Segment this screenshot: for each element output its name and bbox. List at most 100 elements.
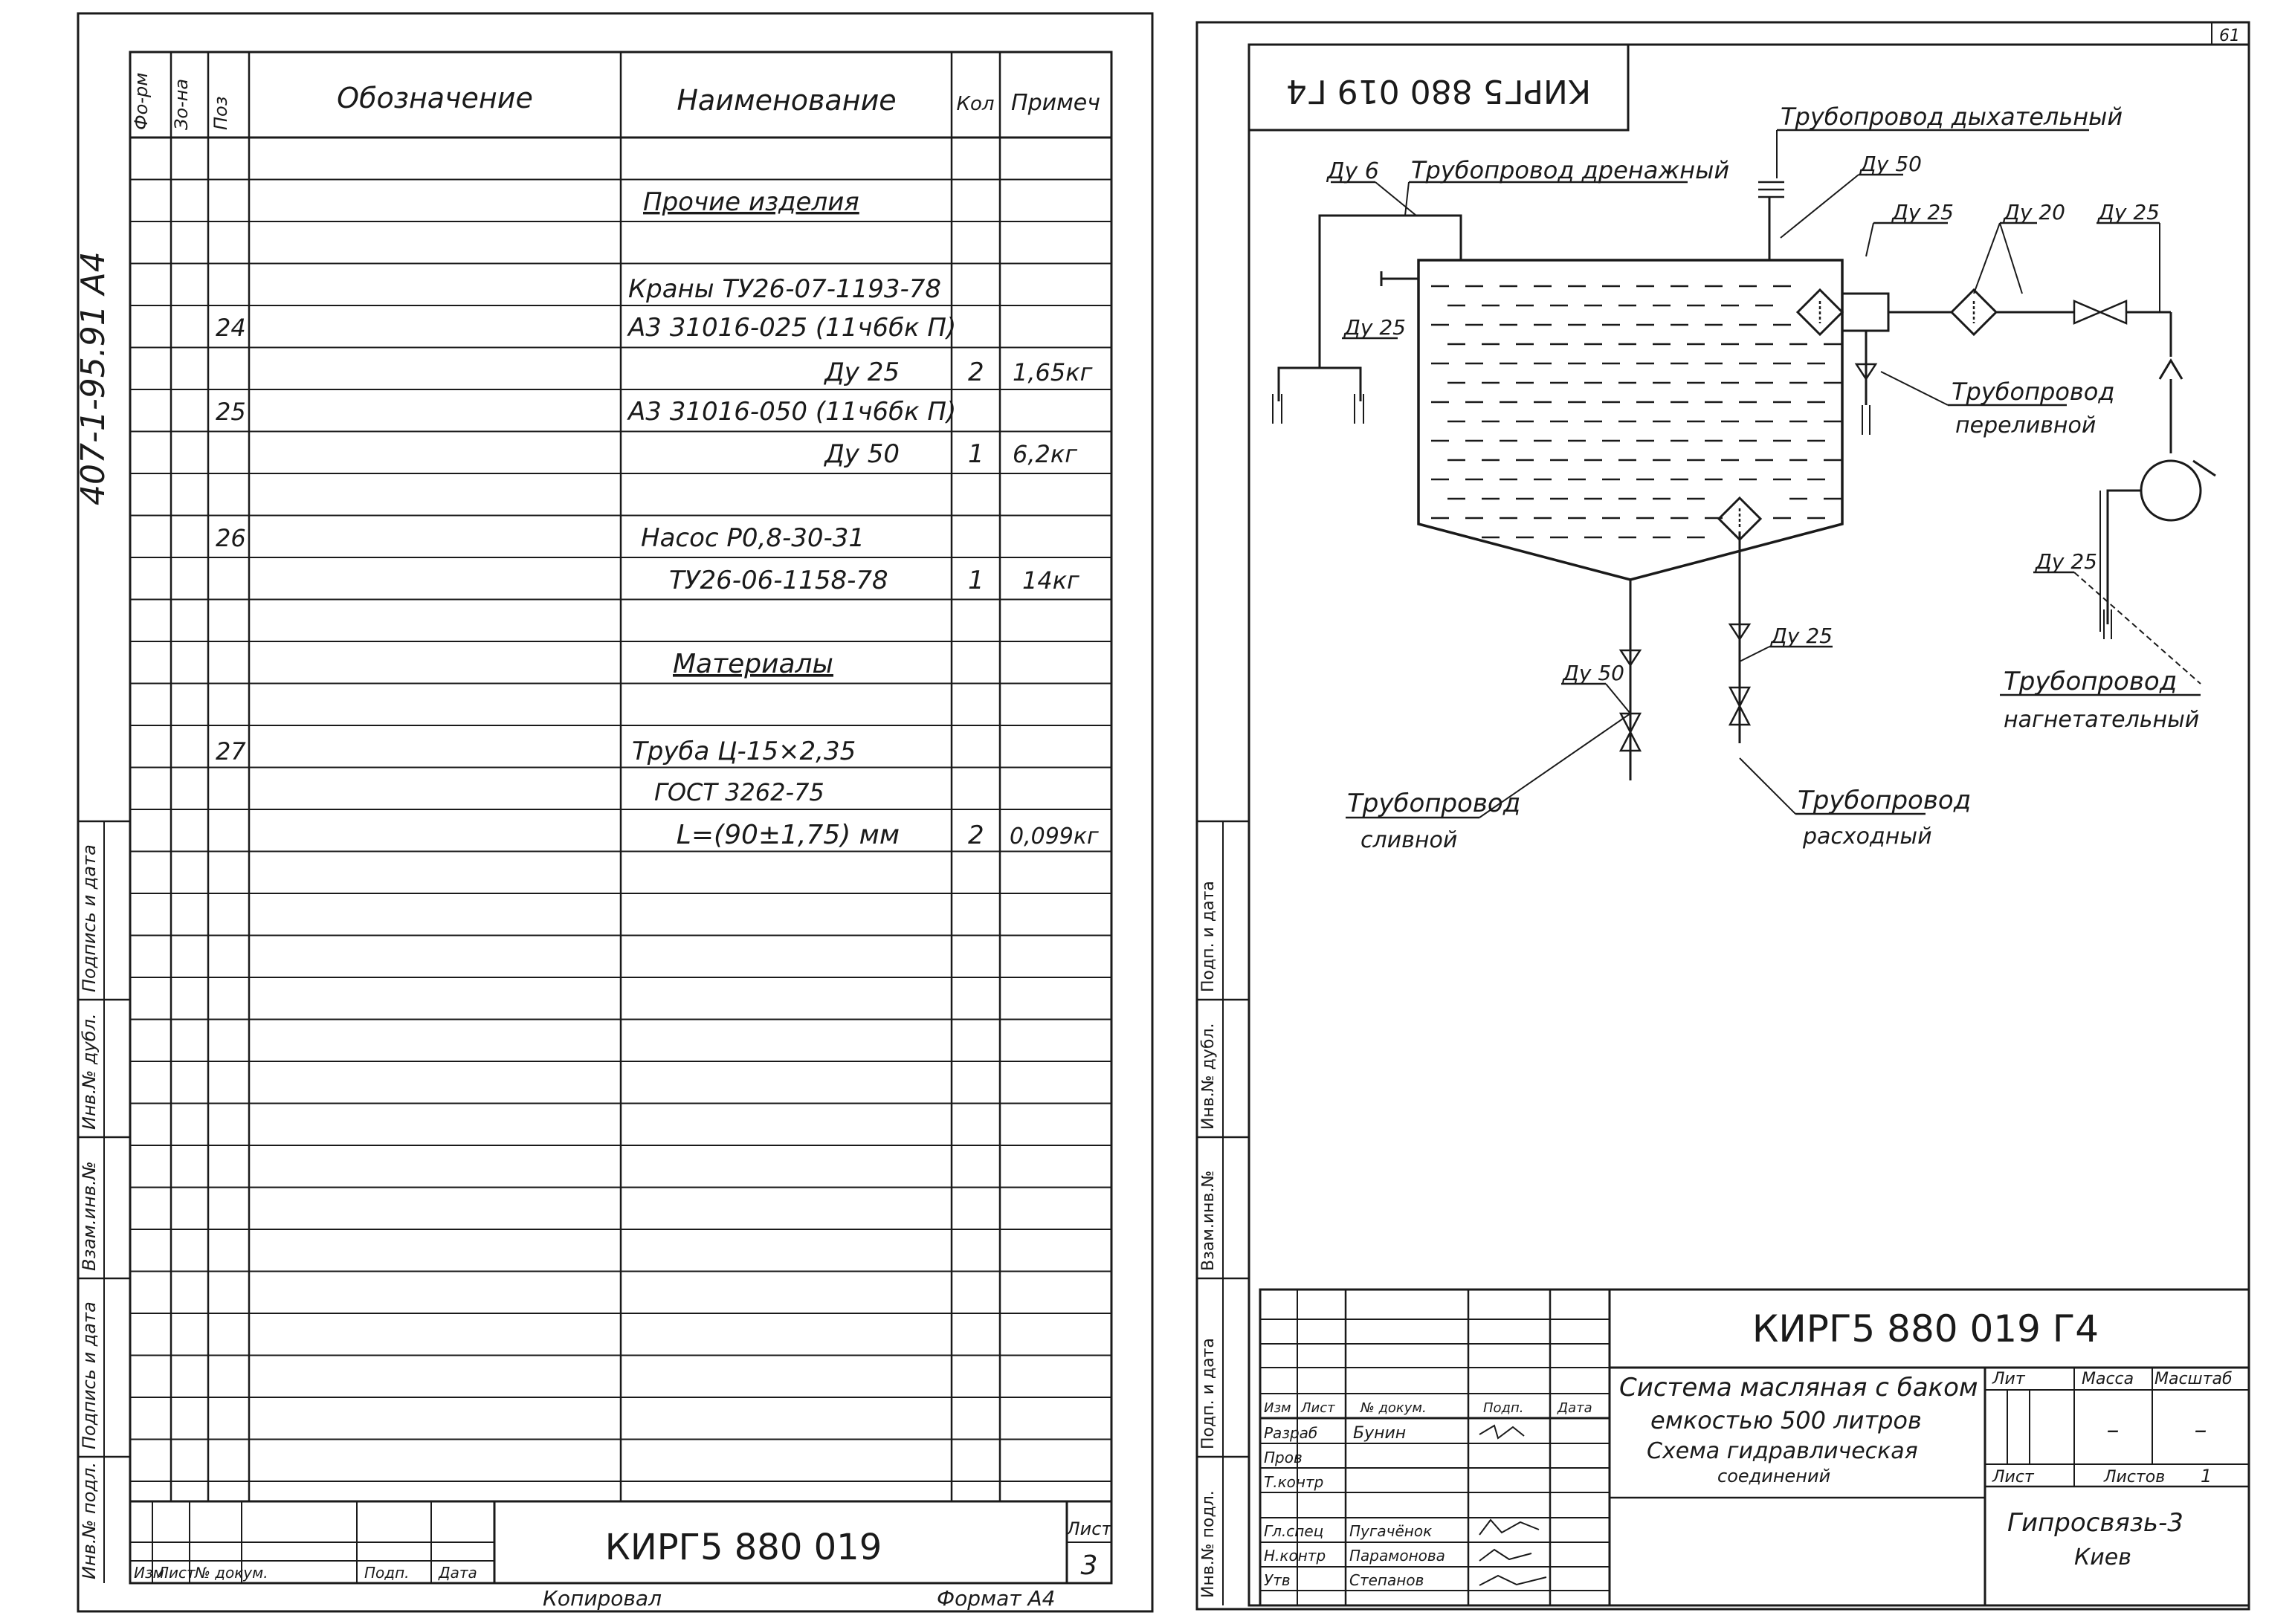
valve-icon bbox=[1728, 686, 1752, 726]
svg-text:Гл.спец: Гл.спец bbox=[1264, 1522, 1323, 1540]
svg-text:Лист: Лист bbox=[1992, 1468, 2035, 1486]
svg-text:Изм: Изм bbox=[1264, 1400, 1291, 1416]
liquid-level-hatching bbox=[1431, 285, 1842, 539]
row-name: L=(90±1,75) мм bbox=[677, 820, 900, 850]
oil-tank bbox=[1417, 259, 1844, 581]
row-name: ГОСТ 3262-75 bbox=[654, 778, 824, 806]
copied-label: Копировал bbox=[543, 1586, 662, 1611]
svg-text:Лист: Лист bbox=[157, 1564, 196, 1582]
dn-supply: Ду 25 bbox=[1769, 624, 1833, 648]
row-name: Ду 50 bbox=[823, 439, 900, 469]
row-name: Краны ТУ26-07-1193-78 bbox=[628, 274, 941, 304]
right-sheet: 61 КИРГ5 880 019 Г4 Подп. и дата Инв.№ д… bbox=[1195, 21, 2250, 1611]
format-label: Формат А4 bbox=[937, 1586, 1055, 1611]
title-block-rows bbox=[1260, 1319, 1610, 1591]
valve-icon bbox=[2073, 300, 2128, 325]
row-name: А3 31016-025 (11ч6бк П) bbox=[627, 313, 956, 343]
col-zone: Зо-на bbox=[171, 79, 192, 130]
label-breather: Трубопровод дыхательный bbox=[1781, 103, 2123, 131]
svg-text:Пров: Пров bbox=[1264, 1449, 1303, 1466]
title-block: КИРГ5 880 019 Г4 Система масляная с бако… bbox=[1259, 1288, 2250, 1607]
svg-text:Изм: Изм bbox=[134, 1564, 164, 1582]
col-qty: Кол bbox=[957, 93, 995, 115]
title-line-3: Схема гидравлическая bbox=[1647, 1438, 1918, 1464]
hydraulic-scheme: Трубопровод дыхательный Трубопровод дрен… bbox=[1272, 103, 2216, 853]
svg-text:Н.контр: Н.контр bbox=[1264, 1547, 1326, 1565]
filter-icon bbox=[1717, 496, 1763, 542]
row-note: 1,65кг bbox=[1013, 358, 1093, 386]
svg-text:Утв: Утв bbox=[1264, 1571, 1291, 1589]
row-qty: 1 bbox=[968, 439, 984, 469]
vertical-code: 407-1-95.91 А4 bbox=[74, 251, 112, 505]
row-name: Труба Ц-15×2,35 bbox=[632, 737, 856, 766]
dn-drain: Ду 6 bbox=[1326, 158, 1379, 184]
col-designation: Обозначение bbox=[337, 82, 533, 114]
svg-text:Подпись и дата: Подпись и дата bbox=[79, 1301, 100, 1449]
svg-text:№ докум.: № докум. bbox=[194, 1564, 268, 1582]
label-pressure-2: нагнетательный bbox=[2004, 707, 2199, 733]
filter-icon bbox=[1795, 288, 1844, 337]
sheet-label: Лист bbox=[1066, 1518, 1113, 1539]
mirrored-code: КИРГ5 880 019 Г4 bbox=[1286, 72, 1591, 110]
title-line-2: емкостью 500 литров bbox=[1650, 1406, 1922, 1434]
row-name: ТУ26-06-1158-78 bbox=[669, 566, 888, 595]
mirrored-code-box bbox=[1247, 43, 1630, 132]
label-overflow-2: переливной bbox=[1955, 413, 2096, 439]
svg-text:Подп. и дата: Подп. и дата bbox=[1199, 881, 1218, 992]
dn-pressure: Ду 25 bbox=[2034, 549, 2097, 574]
strainer-icon bbox=[1728, 623, 1752, 641]
dn-drain-bottom: Ду 25 bbox=[1343, 315, 1406, 340]
check-valve-icon bbox=[2158, 358, 2183, 380]
svg-text:Подп.: Подп. bbox=[364, 1564, 410, 1582]
svg-text:–: – bbox=[2195, 1415, 2207, 1445]
row-name: Прочие изделия bbox=[643, 187, 859, 217]
right-side-stamp: Подп. и дата Инв.№ дубл. Взам.инв.№ Подп… bbox=[1197, 820, 1249, 1605]
row-note: 14кг bbox=[1022, 566, 1079, 595]
left-title-block: Изм Лист № докум. Подп. Дата КИРГ5 880 0… bbox=[129, 1500, 1113, 1585]
label-discharge-2: сливной bbox=[1360, 827, 1457, 853]
title-code: КИРГ5 880 019 Г4 bbox=[1752, 1307, 2099, 1350]
signature bbox=[1479, 1574, 1547, 1586]
row-name: А3 31016-050 (11ч6бк П) bbox=[627, 397, 956, 427]
dn-outlet: Ду 25 bbox=[1891, 200, 1954, 224]
dn-filter: Ду 20 bbox=[2002, 200, 2065, 224]
svg-text:Подп.: Подп. bbox=[1483, 1400, 1523, 1416]
row-pos: 26 bbox=[216, 524, 246, 552]
dn-discharge: Ду 50 bbox=[1561, 661, 1624, 685]
left-sheet: Фо-рм Зо-на Поз Обозначение Наименование… bbox=[74, 12, 1154, 1613]
svg-text:1: 1 bbox=[2201, 1466, 2212, 1486]
col-note: Примеч bbox=[1011, 90, 1100, 116]
svg-text:№ докум.: № докум. bbox=[1360, 1400, 1427, 1416]
label-supply-2: расходный bbox=[1802, 824, 1932, 850]
svg-text:Т.контр: Т.контр bbox=[1264, 1473, 1323, 1491]
sheet-number: 3 bbox=[1081, 1550, 1098, 1581]
row-qty: 2 bbox=[968, 821, 984, 850]
signature bbox=[1479, 1518, 1540, 1536]
label-overflow-1: Трубопровод bbox=[1952, 378, 2114, 406]
svg-text:Пугачёнок: Пугачёнок bbox=[1349, 1522, 1432, 1540]
col-name: Наименование bbox=[677, 84, 896, 117]
svg-text:Подпись и дата: Подпись и дата bbox=[79, 844, 100, 992]
svg-text:Листов: Листов bbox=[2103, 1468, 2165, 1486]
spec-rows-text: Прочие изделия Краны ТУ26-07-1193-78 24 … bbox=[216, 187, 1099, 850]
svg-text:Взам.инв.№: Взам.инв.№ bbox=[79, 1161, 100, 1271]
svg-text:Инв.№ дубл.: Инв.№ дубл. bbox=[79, 1013, 100, 1130]
title-line-1: Система масляная с баком bbox=[1619, 1373, 1978, 1403]
svg-text:Инв.№ подл.: Инв.№ подл. bbox=[1199, 1490, 1218, 1598]
svg-text:Разраб: Разраб bbox=[1264, 1424, 1317, 1442]
svg-text:Инв.№ подл.: Инв.№ подл. bbox=[79, 1462, 100, 1579]
svg-text:Бунин: Бунин bbox=[1353, 1424, 1406, 1443]
svg-text:Степанов: Степанов bbox=[1349, 1571, 1424, 1589]
strainer-icon bbox=[1618, 649, 1642, 667]
row-name: Материалы bbox=[673, 649, 833, 679]
signature bbox=[1479, 1424, 1525, 1440]
org-city: Киев bbox=[2074, 1544, 2131, 1570]
row-qty: 1 bbox=[968, 566, 984, 595]
svg-text:Взам.инв.№: Взам.инв.№ bbox=[1199, 1171, 1218, 1271]
label-pressure-1: Трубопровод bbox=[2004, 667, 2177, 696]
svg-text:Дата: Дата bbox=[438, 1564, 477, 1582]
spec-row-lines bbox=[130, 178, 1111, 1482]
row-name: Ду 25 bbox=[823, 358, 900, 387]
left-side-stamp: Подпись и дата Инв.№ дубл. Взам.инв.№ По… bbox=[78, 820, 130, 1583]
